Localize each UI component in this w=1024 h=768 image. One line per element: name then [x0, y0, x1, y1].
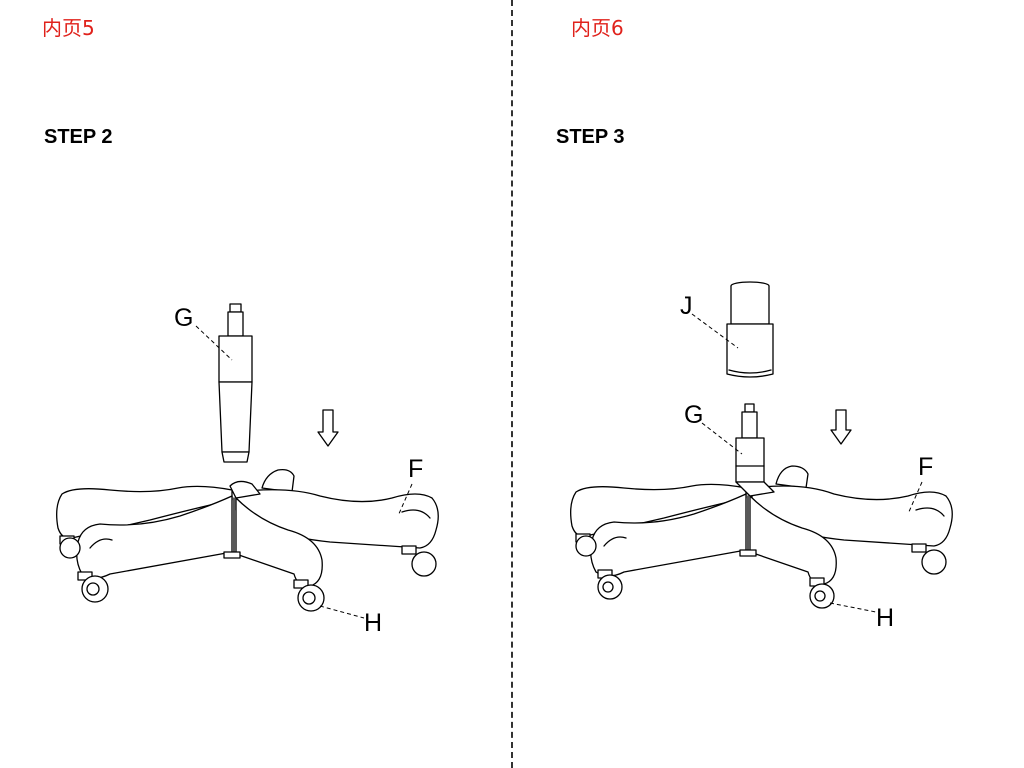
callout-g: G	[684, 401, 703, 429]
caster-wheel-front	[293, 579, 325, 612]
step-3-illustration: J G F	[570, 281, 953, 632]
callout-g: G	[174, 304, 193, 332]
page-left: 内页5 STEP 2 G	[42, 16, 439, 637]
callout-f: F	[408, 455, 423, 483]
callout-h: H	[364, 609, 382, 637]
caster-wheel-right	[911, 543, 947, 575]
gas-lift-part	[218, 303, 253, 463]
caster-wheel-left	[597, 569, 623, 600]
caster-wheel-back	[59, 535, 81, 559]
step-heading: STEP 3	[556, 126, 625, 148]
callout-g-leader	[195, 325, 233, 361]
base-hub-foot	[739, 549, 757, 557]
step-2-illustration: G F	[56, 303, 439, 637]
callout-f: F	[918, 453, 933, 481]
caster-wheel-right	[401, 545, 437, 577]
page-right: 内页6 STEP 3 J G	[512, 0, 1024, 768]
callout-j: J	[680, 292, 693, 320]
callout-h-leader	[319, 605, 365, 619]
gas-lift-part	[735, 403, 765, 483]
callout-f-leader	[397, 483, 413, 517]
page-divider	[511, 0, 513, 768]
down-arrow-icon	[830, 409, 852, 445]
cylinder-cover-part	[726, 281, 774, 378]
callout-g-leader	[701, 422, 743, 455]
callout-f-leader	[907, 481, 923, 515]
callout-h-leader	[829, 602, 877, 613]
star-base-part	[570, 465, 953, 585]
star-base-part	[56, 468, 439, 587]
caster-wheel-left	[77, 571, 109, 603]
page-number-label: 内页6	[571, 16, 624, 40]
base-hub-foot	[223, 551, 241, 559]
caster-wheel-back	[575, 533, 597, 557]
callout-j-leader	[691, 313, 739, 349]
caster-wheel-front	[809, 577, 835, 609]
page-number-label: 内页5	[42, 16, 95, 40]
step-heading: STEP 2	[44, 126, 113, 148]
down-arrow-icon	[317, 409, 339, 447]
callout-h: H	[876, 604, 894, 632]
